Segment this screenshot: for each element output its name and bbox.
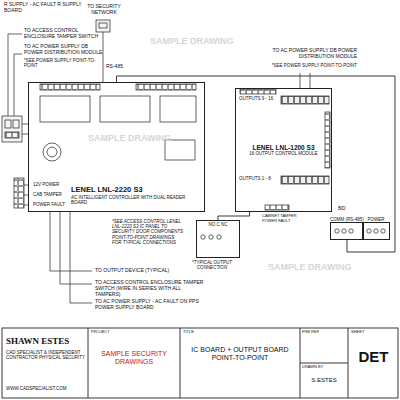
node-caption: AC INTELLIGENT CONTROLLER WITH DUAL READ… (71, 195, 200, 205)
title-divider (300, 363, 348, 364)
terminal-name: CABINET TAMPER POWER FAULT (262, 214, 298, 223)
terminal-screw (349, 229, 353, 233)
field-caption: DRAWN BY (302, 365, 346, 370)
terminal-screw (374, 229, 378, 233)
watermark: SAMPLE DRAWING (150, 36, 230, 46)
wire (14, 54, 22, 116)
node-heading: COMM (RS-485) (330, 217, 364, 222)
battery (43, 143, 61, 161)
tamper-terminal (265, 205, 289, 210)
supply-note: R SUPPLY - AC FAULT R SUPPLY BOARD (4, 2, 84, 14)
chip (165, 140, 195, 160)
terminal-name: CAB TAMPER (33, 192, 67, 197)
wire (70, 212, 92, 303)
tamper-note: TO ACCESS CONTROL ENCLOSURE TAMPER SWITC… (95, 280, 207, 297)
output-group: OUTPUTS 1 - 8 (239, 176, 279, 181)
wire (8, 34, 22, 116)
node-heading: POWER (367, 217, 384, 222)
supply-note: TO AC POWER SUPPLY DB POWER DISTRIBUTION… (262, 48, 357, 60)
battery (47, 147, 57, 157)
field-caption: PROJECT (91, 330, 131, 335)
terminal-screw (335, 229, 339, 233)
terminal-screw (201, 235, 205, 239)
node-caption: *TYPICAL OUTPUT CONNECTION (187, 260, 237, 270)
output-relays (281, 176, 329, 184)
title-divider (180, 328, 181, 398)
reader-board (40, 96, 90, 122)
company-website: WWW.CADSPECIALIST.COM (6, 386, 86, 391)
drawing-title: IC BOARD + OUTPUT BOARD POINT-TO-POINT (183, 346, 297, 362)
node-heading: NO C NC (209, 222, 228, 227)
wire-group (2, 328, 398, 398)
node-heading: LENEL LNL-1200 S3 (252, 144, 314, 151)
terminal-strip (40, 84, 100, 90)
chip (160, 96, 196, 122)
output-relays (281, 96, 329, 104)
node-heading: LENEL LNL-2220 S3 (71, 186, 200, 195)
terminal-screw (217, 235, 221, 239)
drafter-name: S.ESTES (302, 377, 346, 384)
signal-name: RS-485 (106, 64, 128, 70)
terminal-strip (240, 89, 276, 94)
output-board: LENEL LNL-1200 S316 OUTPUT CONTROL MODUL… (235, 88, 332, 212)
terminal-strip (136, 84, 196, 90)
relay-terminal (5, 132, 19, 138)
output-relay-contact: NO C NC*TYPICAL OUTPUT CONNECTION (196, 220, 240, 258)
comm-terminal: COMM (RS-485) (330, 222, 364, 240)
watermark: SAMPLE DRAWING (88, 133, 168, 143)
wire (60, 212, 92, 284)
field-caption: FRB REF (302, 330, 346, 335)
terminal-screw (381, 229, 385, 233)
wire-group (2, 20, 385, 303)
power-terminal: POWER (362, 222, 390, 240)
watermark: SAMPLE DRAWING (268, 262, 348, 272)
reference-note: *SEE ACCESS CONTROL LENEL LNL-2220 S3 IC… (112, 219, 184, 245)
output-wire (218, 212, 250, 220)
terminal-name: 12V POWER (33, 182, 67, 187)
network-cable (103, 32, 104, 82)
wire (300, 73, 301, 88)
relay-coil (13, 120, 19, 128)
sheet-number: DET (351, 348, 396, 365)
network-note: TO SECURITY NETWORK (78, 4, 130, 16)
field-caption: TITLE (183, 330, 223, 335)
terminal-name: POWER FAULT (33, 202, 67, 207)
supply-note: TO AC POWER SUPPLY DB POWER DISTRIBUTION… (24, 44, 104, 56)
company-name: SHAWN ESTES (6, 336, 86, 346)
terminal-strip (325, 112, 330, 168)
supply-note: TO AC POWER SUPPLY - AC FAULT ON PPS POW… (95, 299, 207, 311)
network-jack-port (99, 23, 107, 28)
reader-board (100, 96, 150, 122)
terminal-screw (209, 235, 213, 239)
wire (310, 73, 311, 88)
relay-module (2, 116, 22, 142)
output-group: OUTPUTS 9 - 16 (239, 96, 279, 101)
network-jack (96, 20, 110, 32)
power-terminal (14, 178, 24, 208)
wire (50, 212, 92, 271)
node-caption: 16 OUTPUT CONTROL MODULE (249, 151, 317, 156)
terminal-name: BID (338, 206, 352, 211)
output-note: TO OUTPUT DEVICE (TYPICAL) (95, 268, 205, 274)
tamper-note: TO ACCESS CONTROL ENCLOSURE TAMPER SWITC… (24, 28, 102, 40)
title-divider (88, 328, 89, 398)
terminal-screw (342, 229, 346, 233)
relay-coil (5, 120, 11, 128)
field-caption: SHEET (351, 330, 395, 335)
reference-note: *SEE POWER SUPPLY POINT-TO-POINT (24, 58, 104, 68)
terminal-screw (367, 229, 371, 233)
reference-note: *SEE POWER SUPPLY POINT-TO-POINT (262, 63, 357, 68)
company-tagline: CAD SPECIALIST & INDEPENDENT CONTRACTOR … (6, 350, 86, 360)
title-block (2, 328, 398, 398)
project-name: SAMPLE SECURITY DRAWINGS (91, 350, 177, 366)
